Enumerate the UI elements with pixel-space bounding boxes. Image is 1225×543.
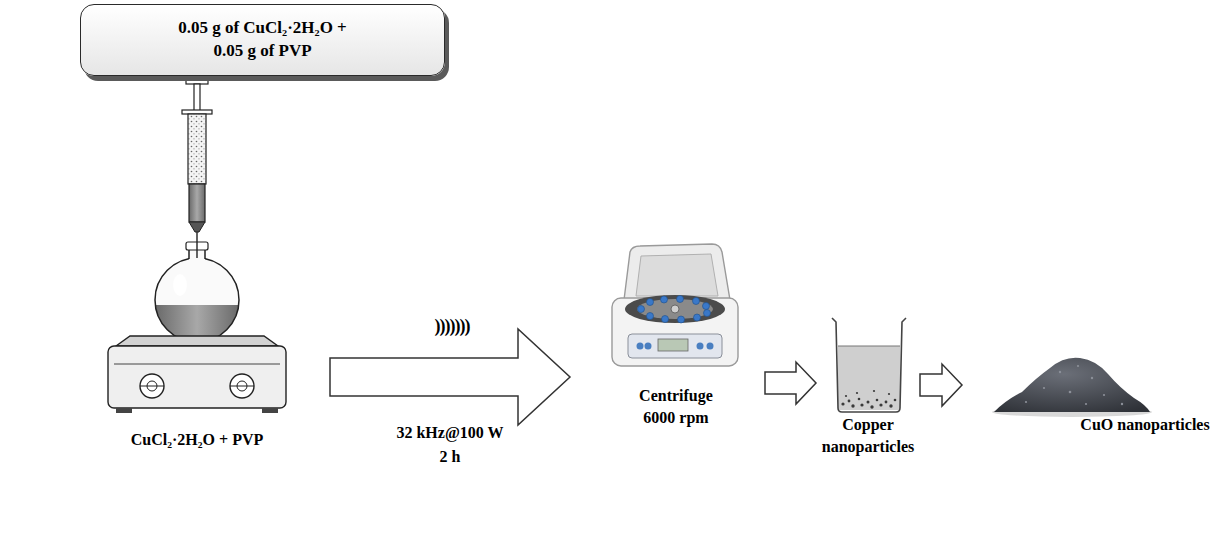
beaker-outline xyxy=(832,318,906,412)
particle xyxy=(870,405,873,408)
tube xyxy=(704,310,711,317)
syringe-plunger-rod xyxy=(194,84,200,112)
syringe-liquid xyxy=(189,184,205,222)
centrifuge-button xyxy=(697,343,704,350)
tube xyxy=(638,306,645,313)
hotplate-foot xyxy=(116,408,132,413)
centrifuge-lid xyxy=(624,244,730,300)
process-arrow xyxy=(920,364,962,406)
centrifuge-well xyxy=(625,295,725,323)
powder-pile xyxy=(992,358,1152,417)
particle xyxy=(894,399,897,402)
particle xyxy=(885,401,888,404)
speck xyxy=(1069,391,1072,394)
particle xyxy=(851,404,854,407)
hotplate-panel-line xyxy=(114,364,280,365)
process-arrow xyxy=(330,329,570,425)
hotplate-knob-mark xyxy=(230,386,254,387)
beaker xyxy=(832,318,906,412)
reagent-box: 0.05 g of CuCl₂·2H₂O + 0.05 g of PVP xyxy=(80,4,445,76)
syringe-barrel xyxy=(188,114,206,184)
speck xyxy=(1103,394,1105,396)
hotplate-knob-mark xyxy=(140,386,164,387)
flask xyxy=(155,232,239,342)
speck xyxy=(1025,401,1027,403)
nanoparticle-sediment xyxy=(841,390,896,409)
hotplate-knob xyxy=(230,374,254,398)
process-arrow xyxy=(765,362,816,404)
beaker-liquid xyxy=(838,346,900,410)
particle xyxy=(845,395,847,397)
centrifuge-button xyxy=(637,343,644,350)
speck xyxy=(1121,403,1123,405)
tube xyxy=(661,296,668,303)
particle xyxy=(860,403,863,406)
centrifuge-illustration: Centrifuge 6000 rpm xyxy=(570,245,765,432)
beaker-illustration: Copper nanoparticles xyxy=(816,310,920,461)
hotplate-knob xyxy=(140,374,164,398)
centrifuge-tubes xyxy=(638,296,711,324)
flask-highlight xyxy=(173,274,187,296)
illustration-caption: Centrifuge 6000 rpm xyxy=(637,385,715,428)
particle xyxy=(873,390,875,392)
ultrasound-symbol: ))))))) xyxy=(435,316,470,337)
tube xyxy=(694,314,701,321)
tube xyxy=(693,298,700,305)
particle xyxy=(858,398,861,401)
speck xyxy=(1091,377,1093,379)
speck xyxy=(1085,403,1087,405)
speck xyxy=(1059,371,1061,373)
tube xyxy=(647,299,654,306)
centrifuge-lid-inner xyxy=(636,254,718,296)
illustration-caption: CuO nanoparticles xyxy=(1080,414,1209,436)
syringe xyxy=(182,80,212,232)
hotplate-top xyxy=(116,336,278,346)
centrifuge-panel xyxy=(628,334,722,358)
tube xyxy=(677,296,684,303)
speck xyxy=(1077,365,1079,367)
illustration-caption: Copper nanoparticles xyxy=(820,414,917,457)
powder xyxy=(994,358,1150,412)
particle xyxy=(888,393,890,395)
hotplate-stirrer xyxy=(108,336,286,413)
edge-label: 32 kHz@100 W 2 h xyxy=(394,421,506,469)
powder-illustration: CuO nanoparticles xyxy=(962,340,1220,460)
flask-outline xyxy=(155,258,239,342)
hotplate-foot xyxy=(262,408,278,413)
particle xyxy=(841,402,844,405)
powder-specks xyxy=(1025,365,1123,405)
tube xyxy=(703,303,710,310)
centrifuge-button xyxy=(707,343,714,350)
particle xyxy=(867,401,870,404)
beaker-liquid-surface xyxy=(838,346,900,347)
syringe-needle xyxy=(196,232,197,258)
tube xyxy=(662,316,669,323)
flask-bulb xyxy=(155,258,239,342)
particle xyxy=(848,400,851,403)
box-text: 0.05 g of CuCl₂·2H₂O + 0.05 g of PVP xyxy=(176,17,349,63)
speck xyxy=(1043,387,1045,389)
tube xyxy=(647,313,654,320)
tube xyxy=(678,316,685,323)
centrifuge-button xyxy=(645,343,652,350)
hotplate-body xyxy=(108,346,286,408)
centrifuge-rotor xyxy=(637,299,713,319)
sonication-setup: CuCl₂·2H₂O + PVP xyxy=(100,240,330,455)
illustration-caption: CuCl₂·2H₂O + PVP xyxy=(131,429,264,451)
centrifuge xyxy=(612,244,738,366)
syringe-tip xyxy=(189,222,205,232)
rotor-hub xyxy=(671,305,679,313)
particle xyxy=(879,403,882,406)
particle xyxy=(876,399,879,402)
particle xyxy=(889,404,892,407)
centrifuge-display xyxy=(658,339,688,351)
particle xyxy=(856,392,858,394)
